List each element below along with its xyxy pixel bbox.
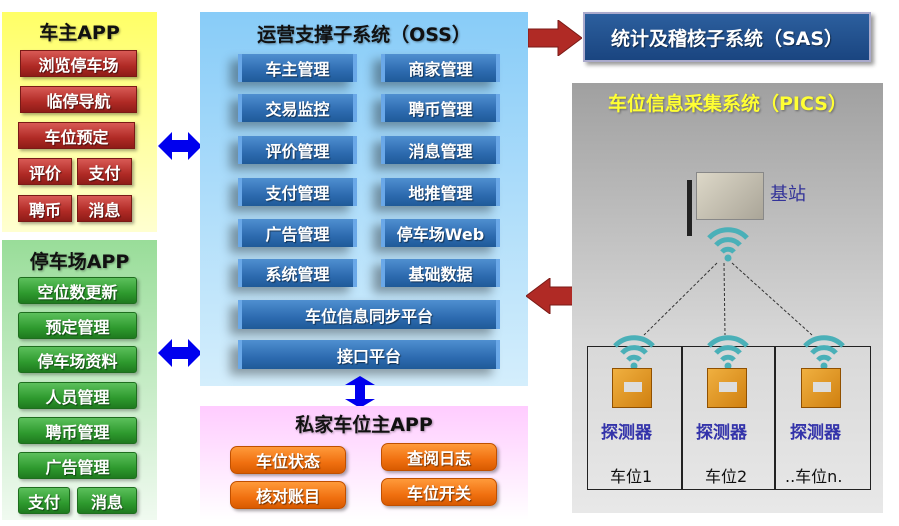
message-button[interactable]: 消息 — [77, 195, 132, 222]
private-owner-app-title: 私家车位主APP — [295, 414, 433, 436]
vacancy-update-button[interactable]: 空位数更新 — [18, 277, 137, 304]
coin-mgmt-button[interactable]: 聘币管理 — [18, 417, 137, 444]
message-button[interactable]: 消息 — [77, 487, 137, 514]
wifi-icon — [707, 227, 749, 262]
spot-switch-button[interactable]: 车位开关 — [381, 478, 497, 506]
owner-mgmt-button[interactable]: 车主管理 — [238, 54, 357, 82]
payment-button[interactable]: 支付 — [18, 487, 70, 514]
message-mgmt-button[interactable]: 消息管理 — [381, 136, 500, 164]
detector-icon — [801, 368, 841, 408]
spot-sync-platform-button[interactable]: 车位信息同步平台 — [238, 300, 500, 329]
slot-label: ..车位n. — [785, 467, 843, 486]
temp-parking-nav-button[interactable]: 临停导航 — [20, 86, 137, 113]
oss-title: 运营支撑子系统（OSS） — [257, 24, 471, 46]
slot-label: 车位1 — [610, 467, 653, 486]
parking-info-button[interactable]: 停车场资料 — [18, 346, 137, 373]
antenna-icon — [687, 180, 692, 236]
connection-lines — [643, 262, 813, 336]
system-mgmt-button[interactable]: 系统管理 — [238, 259, 357, 287]
detector-label: 探测器 — [790, 423, 841, 443]
field-promo-mgmt-button[interactable]: 地推管理 — [381, 178, 500, 206]
slot-label: 车位2 — [705, 467, 748, 486]
wifi-icon — [803, 335, 845, 370]
wifi-icon — [613, 335, 655, 370]
pics-panel: 车位信息采集系统（PICS） — [572, 83, 883, 513]
detector-icon — [612, 368, 652, 408]
review-button[interactable]: 评价 — [18, 158, 72, 185]
sas-box[interactable]: 统计及稽核子系统（SAS） — [583, 12, 871, 62]
wifi-icon — [707, 335, 749, 370]
parking-lot-app-title: 停车场APP — [29, 251, 130, 273]
base-station-label: 基站 — [770, 184, 806, 205]
staff-mgmt-button[interactable]: 人员管理 — [18, 382, 137, 409]
base-station-icon — [696, 172, 764, 220]
spot-reservation-button[interactable]: 车位预定 — [18, 122, 135, 149]
payment-mgmt-button[interactable]: 支付管理 — [238, 178, 357, 206]
parking-lot-app-panel: 停车场APP 空位数更新 预定管理 停车场资料 人员管理 聘币管理 广告管理 支… — [2, 240, 157, 520]
bidirectional-arrow-icon — [158, 339, 202, 367]
detector-label: 探测器 — [696, 423, 747, 443]
car-owner-app-title: 车主APP — [39, 22, 120, 44]
coin-button[interactable]: 聘币 — [18, 195, 72, 222]
coin-mgmt-button[interactable]: 聘币管理 — [381, 94, 500, 122]
review-mgmt-button[interactable]: 评价管理 — [238, 136, 357, 164]
vertical-bidirectional-arrow-icon — [345, 376, 375, 408]
spot-status-button[interactable]: 车位状态 — [230, 446, 346, 474]
reservation-mgmt-button[interactable]: 预定管理 — [18, 312, 137, 339]
detector-label: 探测器 — [601, 423, 652, 443]
transaction-monitor-button[interactable]: 交易监控 — [238, 94, 357, 122]
bidirectional-arrow-icon — [158, 132, 202, 160]
browse-parking-button[interactable]: 浏览停车场 — [20, 50, 137, 77]
ad-mgmt-button[interactable]: 广告管理 — [238, 219, 357, 247]
detector-icon — [707, 368, 747, 408]
merchant-mgmt-button[interactable]: 商家管理 — [381, 54, 500, 82]
parking-web-button[interactable]: 停车场Web — [381, 219, 500, 247]
ad-mgmt-button[interactable]: 广告管理 — [18, 452, 137, 479]
base-data-button[interactable]: 基础数据 — [381, 259, 500, 287]
right-arrow-icon — [528, 20, 582, 56]
reconcile-accounts-button[interactable]: 核对账目 — [230, 481, 346, 509]
car-owner-app-panel: 车主APP 浏览停车场 临停导航 车位预定 评价 支付 聘币 消息 — [2, 12, 157, 232]
pics-title: 车位信息采集系统（PICS） — [608, 93, 847, 115]
view-log-button[interactable]: 查阅日志 — [381, 443, 497, 471]
interface-platform-button[interactable]: 接口平台 — [238, 340, 500, 369]
payment-button[interactable]: 支付 — [77, 158, 132, 185]
